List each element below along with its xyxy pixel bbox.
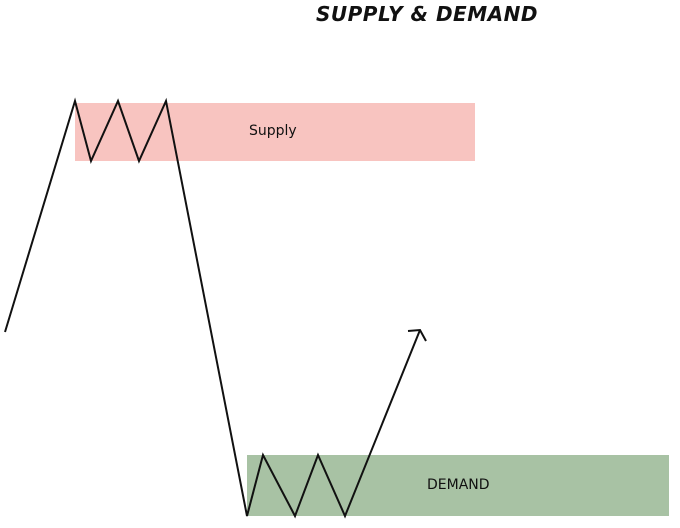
diagram-title: SUPPLY & DEMAND: [316, 2, 538, 26]
demand-zone: [247, 455, 669, 516]
price-path-line: [4, 97, 421, 519]
arrow-head-icon: [407, 328, 427, 342]
supply-zone-label: Supply: [249, 123, 297, 139]
supply-zone: [75, 103, 475, 161]
demand-zone-label: DEMAND: [427, 477, 490, 493]
